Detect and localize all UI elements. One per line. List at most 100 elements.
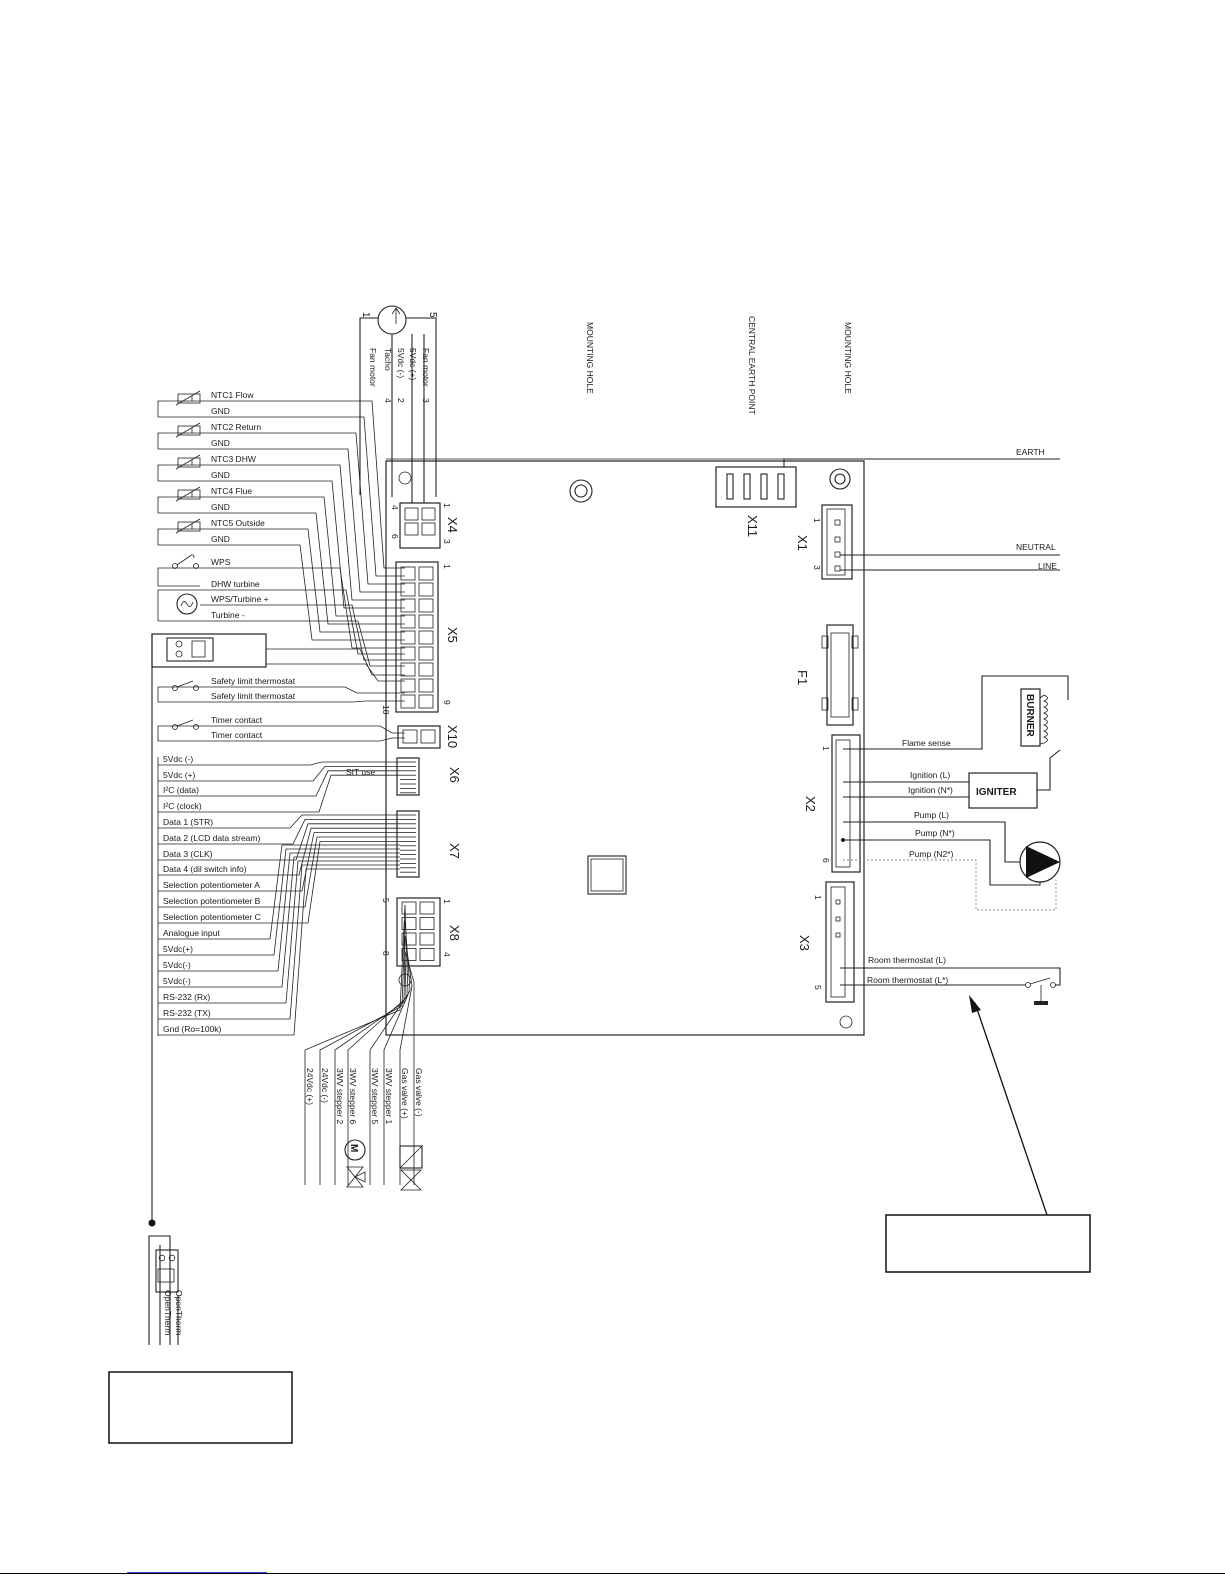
wps-loop-wire [157,567,200,587]
pcb-board [385,460,865,1036]
line-label: LINE [1038,561,1057,571]
x5-pin-cell [418,678,434,693]
ntc-sensor-icon [175,390,201,406]
left-signal-wire [200,464,405,601]
gas-valve-solenoid-icon [399,1145,423,1169]
opentherm-remote-connector [148,1235,179,1345]
ignition-n-label: Ignition (N*) [908,785,953,795]
x5-pin-cell [400,694,416,709]
x8-pin-4: 4 [442,952,452,957]
left-label: GND [211,438,230,448]
bottom-signal-wire [347,951,407,1185]
flame-sense-label: Flame sense [902,738,951,748]
left-label: Safety limit thermostat [211,691,296,701]
x2-pin-1: 1 [821,746,831,751]
bottom-signal-wire [334,935,406,1185]
x7-connector [396,810,420,878]
bottom-label: 3WV stepper 6 [348,1068,358,1124]
motor-label: M [348,1144,359,1152]
bottom-label: 24Vdc (-) [320,1068,330,1103]
fan-label-motor-right: Fan motor [421,348,431,387]
room-thermostat-l-wire [840,967,1061,986]
left-signal-wire [200,448,405,593]
left-signal-wire [158,868,400,1036]
left-label: Data 4 (dil switch info) [163,864,247,874]
x5-pin-cell [400,678,416,693]
x2-pin-6: 6 [821,858,831,863]
burner-electrode-icon [1042,694,1048,744]
x4-label: X4 [445,517,460,533]
room-thermostat-switch-icon [1025,977,1056,1005]
ntc-loop-wire [157,496,200,514]
central-earth-point-label: CENTRAL EARTH POINT [747,316,757,415]
bottom-label: 3WV stepper 5 [370,1068,380,1124]
left-signal-wire [200,432,405,585]
ntc-loop-wire [157,432,200,450]
left-label: I²C (data) [163,785,199,795]
left-label: RS-232 (TX) [163,1008,211,1018]
opentherm-connector [151,633,267,668]
safety-limit-switch-icon [172,680,199,691]
bottom-label: Gas valve (+) [400,1068,410,1119]
ntc-loop-wire [157,400,200,418]
igniter-box [968,772,1038,809]
x5-pin-cell [418,646,434,661]
bottom-wires [304,904,415,1185]
left-label: NTC5 Outside [211,518,265,528]
x5-pin-cell [418,662,434,677]
pump-n-junction [841,838,845,842]
x5-pin-cell [418,582,434,597]
x7-label: X7 [447,843,462,859]
x11-label: X11 [745,515,760,537]
left-signal-wire [200,620,405,667]
fan-pin-1: 1 [360,312,371,318]
left-label: GND [211,406,230,416]
left-signal-wire [200,480,405,609]
mounting-hole-right [829,468,851,490]
left-label: 5Vdc (-) [163,754,193,764]
left-signal-wire [158,856,400,988]
room-thermostat-arrow [969,995,1048,1216]
room-thermostat-l-label: Room thermostat (L) [868,955,946,965]
left-label: 5Vdc (+) [163,770,196,780]
opentherm-junction [148,1219,156,1227]
pump-icon [1019,841,1061,883]
x4-pin-1: 1 [442,503,452,508]
left-label: RS-232 (Rx) [163,992,210,1002]
left-label: Timer contact [211,730,263,740]
fan-icon [377,305,407,335]
pump-n2-label: Pump (N2*) [909,849,954,859]
fan-label-tacho: Tacho [383,348,393,371]
x11-connector [715,466,797,508]
left-signal-wire [200,604,405,661]
pcb-hole-top-left [398,471,412,485]
microcontroller-chip [587,855,627,895]
x8-pin-cell [401,901,417,915]
annotation-box-right [885,1214,1091,1273]
x8-pin-8: 8 [381,951,391,956]
x5-connector [395,561,439,713]
left-signal-wire [158,844,400,940]
left-label: Selection potentiometer B [163,896,261,906]
x5-pin-1: 1 [442,564,452,569]
igniter-label: IGNITER [976,787,1017,798]
x4-pin-6: 6 [390,534,400,539]
x3-connector [825,881,855,1003]
timer-contact-switch-icon [172,719,199,730]
bottom-label: 24Vdc (+) [305,1068,315,1105]
motor-icon [344,1139,366,1161]
left-signal-wire [200,648,405,676]
opentherm-remote-label-1: OpenTherm [174,1290,184,1335]
bottom-signal-wire [304,904,406,1185]
room-thermostat-l2-label: Room thermostat (L*) [867,975,948,985]
left-label: GND [211,534,230,544]
left-label: Data 3 (CLK) [163,849,213,859]
x8-pin-cell [419,917,435,930]
x5-pin-cell [418,630,434,645]
left-label: 5Vdc(-) [163,976,191,986]
x3-pin-1: 1 [813,895,823,900]
flame-sense-wire [843,675,1069,750]
ntc-sensor-icon [175,486,201,502]
pump-n2-wire [843,859,1057,911]
